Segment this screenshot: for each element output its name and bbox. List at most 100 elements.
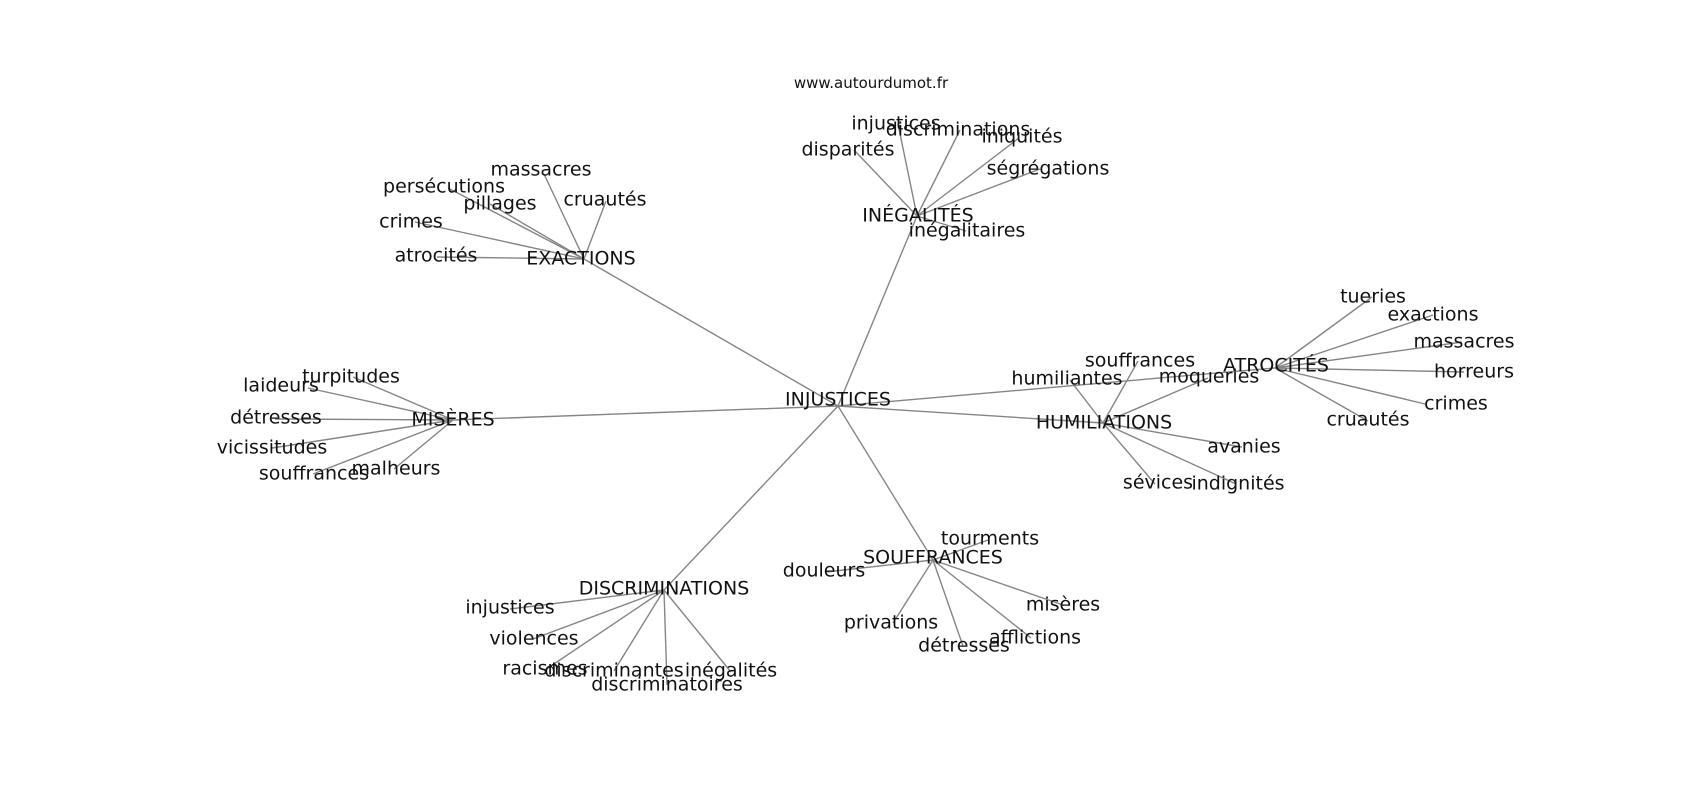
leaf-node-label: ségrégations [987, 158, 1110, 180]
leaf-node-label: souffrances [259, 463, 369, 485]
edge-cluster-3-to-leaf-0 [1102, 360, 1139, 424]
edge-cluster-2-to-leaf-2 [274, 418, 454, 421]
edge-center-to-cluster-4 [837, 367, 1276, 407]
edge-cluster-5-to-leaf-3 [892, 559, 934, 624]
edge-cluster-1-to-leaf-0 [897, 123, 918, 217]
edge-cluster-1-to-leaf-1 [916, 129, 961, 217]
edge-cluster-4-to-leaf-4 [1274, 367, 1426, 405]
cluster-node-label: INÉGALITÉS [862, 204, 973, 227]
edge-cluster-6-to-leaf-5 [663, 589, 668, 686]
edge-cluster-2-to-leaf-5 [393, 419, 454, 470]
edge-cluster-0-to-leaf-5 [436, 256, 585, 260]
edge-cluster-1-to-leaf-2 [916, 137, 1020, 217]
edge-cluster-4-to-leaf-3 [1274, 367, 1465, 373]
edge-cluster-4-to-leaf-1 [1274, 314, 1434, 369]
edge-cluster-0-to-leaf-0 [543, 173, 585, 260]
leaf-node-label: vicissitudes [217, 437, 327, 459]
leaf-node-label: violences [489, 628, 578, 650]
leaf-node-label: cruautés [1326, 409, 1409, 431]
edge-center-to-cluster-5 [837, 405, 934, 561]
leaf-node-label: atrocités [395, 245, 478, 267]
edge-cluster-6-to-leaf-4 [663, 589, 732, 673]
leaf-node-label: laideurs [243, 375, 319, 397]
edge-cluster-2-to-leaf-3 [271, 419, 454, 449]
leaf-node-label: turpitudes [302, 366, 400, 388]
leaf-node-label: détresses [230, 407, 322, 429]
edge-cluster-3-to-leaf-5 [1102, 422, 1237, 485]
leaf-node-label: douleurs [783, 560, 865, 582]
cluster-node-label: SOUFFRANCES [863, 547, 1003, 569]
leaf-node-label: souffrances [1085, 350, 1195, 372]
edge-cluster-2-to-leaf-1 [307, 387, 454, 421]
cluster-node-label: MISÈRES [411, 408, 494, 431]
leaf-node-label: pillages [463, 193, 536, 215]
edge-cluster-1-to-leaf-5 [916, 215, 967, 232]
cluster-node-label: EXACTIONS [526, 248, 635, 270]
leaf-node-label: crimes [379, 211, 443, 233]
leaf-node-label: iniquités [981, 126, 1062, 148]
edge-center-to-cluster-2 [452, 405, 839, 421]
edge-cluster-4-to-leaf-2 [1274, 341, 1463, 369]
edge-cluster-4-to-leaf-5 [1274, 367, 1369, 422]
leaf-node-label: massacres [1413, 331, 1514, 353]
leaf-node-label: sévices [1123, 472, 1193, 494]
leaf-node-label: persécutions [383, 176, 505, 198]
edge-cluster-6-to-leaf-0 [509, 589, 665, 610]
edge-cluster-3-to-leaf-1 [1069, 379, 1104, 424]
edge-cluster-2-to-leaf-0 [352, 376, 454, 421]
leaf-node-label: indignités [1191, 473, 1284, 495]
leaf-node-label: disparités [801, 139, 894, 161]
edge-center-to-cluster-6 [663, 405, 839, 591]
leaf-node-label: inégalités [685, 660, 777, 682]
leaf-node-label: avanies [1207, 436, 1280, 458]
leaf-node-label: injustices [465, 597, 554, 619]
edge-cluster-5-to-leaf-5 [932, 559, 964, 647]
leaf-node-label: cruautés [563, 189, 646, 211]
cluster-node-label: HUMILIATIONS [1036, 412, 1172, 434]
edge-cluster-6-to-leaf-1 [532, 589, 665, 640]
edge-cluster-0-to-leaf-3 [583, 200, 607, 260]
leaf-node-label: moqueries [1159, 366, 1260, 388]
edge-cluster-0-to-leaf-1 [447, 187, 585, 260]
graph-labels: www.autourdumot.fr INJUSTICES EXACTIONS ma… [217, 74, 1515, 696]
leaf-node-label: malheurs [352, 458, 441, 480]
leaf-node-label: afflictions [989, 627, 1081, 649]
leaf-node-label: exactions [1388, 304, 1479, 326]
edge-cluster-3-to-leaf-4 [1102, 422, 1156, 485]
edge-cluster-1-to-leaf-3 [853, 149, 918, 217]
edge-center-to-cluster-0 [583, 258, 839, 407]
edge-cluster-3-to-leaf-2 [1102, 377, 1209, 424]
cluster-node-label: ATROCITÉS [1223, 354, 1329, 377]
leaf-node-label: misères [1026, 594, 1100, 616]
edge-cluster-5-to-leaf-2 [932, 559, 1064, 606]
edge-cluster-2-to-leaf-4 [312, 419, 454, 475]
edge-cluster-5-to-leaf-1 [825, 559, 934, 573]
edge-cluster-5-to-leaf-4 [932, 559, 1032, 639]
edge-cluster-4-to-leaf-0 [1274, 296, 1373, 369]
edge-center-to-cluster-1 [837, 215, 918, 407]
edge-cluster-6-to-leaf-3 [613, 589, 665, 672]
center-node-label: INJUSTICES [785, 389, 891, 411]
leaf-node-label: privations [844, 612, 938, 634]
edge-cluster-3-to-leaf-3 [1102, 422, 1243, 448]
leaf-node-label: horreurs [1434, 361, 1514, 383]
source-label: www.autourdumot.fr [794, 74, 949, 92]
edge-cluster-0-to-leaf-4 [414, 221, 585, 260]
leaf-node-label: tueries [1340, 286, 1406, 308]
leaf-node-label: massacres [490, 159, 591, 181]
graph-edges [271, 123, 1465, 686]
leaf-node-label: détresses [918, 635, 1010, 657]
edge-center-to-cluster-3 [837, 405, 1104, 424]
cluster-node-label: DISCRIMINATIONS [579, 578, 750, 600]
leaf-node-label: injustices [851, 113, 940, 135]
leaf-node-label: humiliantes [1011, 368, 1122, 390]
leaf-node-label: crimes [1424, 393, 1488, 415]
edge-cluster-0-to-leaf-2 [489, 203, 585, 260]
leaf-node-label: discriminantes [544, 660, 683, 682]
edge-cluster-1-to-leaf-4 [916, 168, 1041, 217]
leaf-node-label: racismes [502, 658, 587, 680]
edge-cluster-6-to-leaf-2 [544, 589, 665, 671]
leaf-node-label: discriminations [886, 119, 1031, 141]
leaf-node-label: tourments [941, 528, 1039, 550]
